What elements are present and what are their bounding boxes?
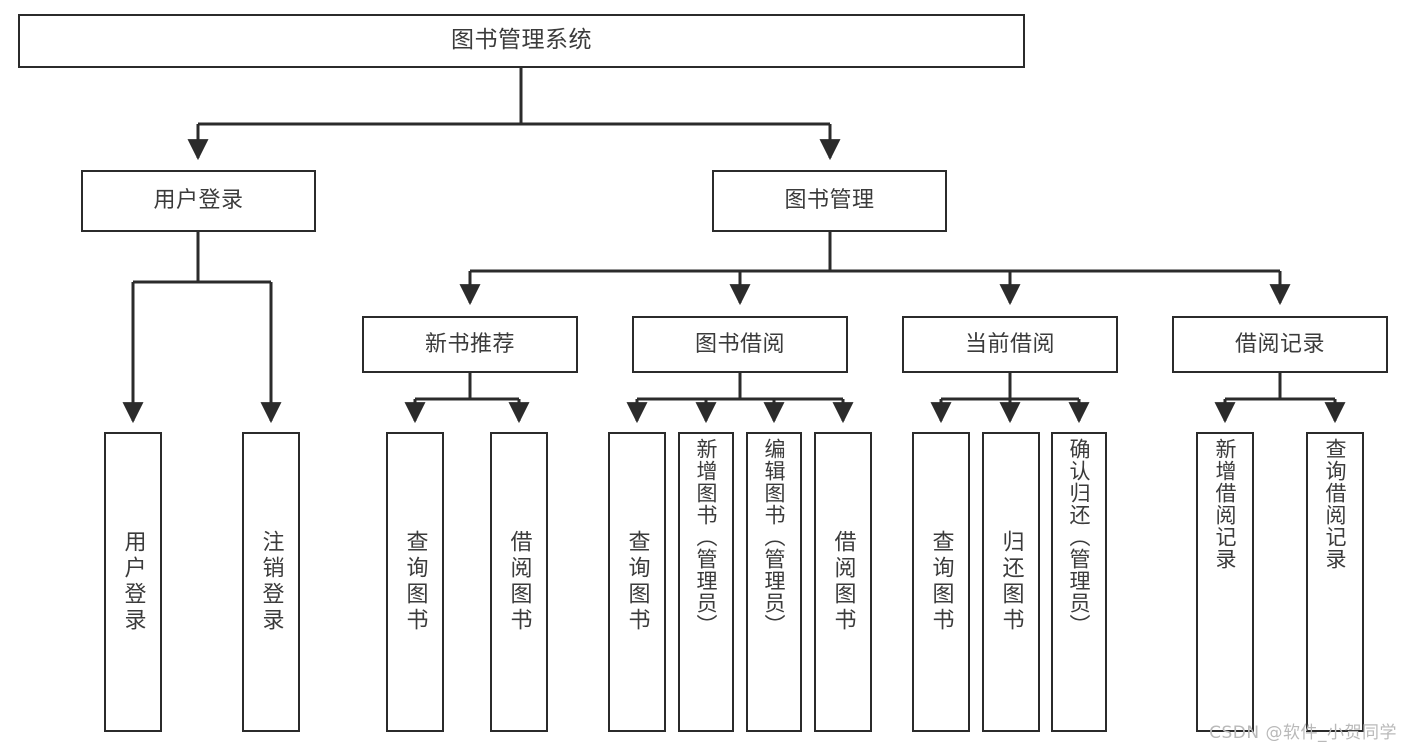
node-label: 归还图书 bbox=[998, 530, 1024, 634]
node-label: 查询图书 bbox=[928, 530, 954, 634]
node-label: 查询图书 bbox=[624, 530, 650, 634]
watermark-text: CSDN @软件_小贺同学 bbox=[1209, 723, 1397, 743]
node-label: 用户登录 bbox=[153, 188, 244, 214]
leaf-borrowrecord-add-record[interactable]: 新增借阅记录 bbox=[1196, 432, 1254, 732]
node-label: 查询借阅记录 bbox=[1323, 438, 1348, 570]
node-label: 图书管理 bbox=[784, 188, 875, 214]
leaf-user-logout[interactable]: 注销登录 bbox=[242, 432, 300, 732]
node-label: 当前借阅 bbox=[964, 331, 1055, 357]
node-label: 查询图书 bbox=[402, 530, 428, 634]
node-label: 新增图书（管理员） bbox=[694, 438, 719, 636]
leaf-user-login[interactable]: 用户登录 bbox=[104, 432, 162, 732]
node-label: 注销登录 bbox=[258, 530, 284, 634]
leaf-bookborrow-edit-book-admin[interactable]: 编辑图书（管理员） bbox=[746, 432, 802, 732]
node-label: 确认归还（管理员） bbox=[1067, 438, 1092, 636]
node-book-management[interactable]: 图书管理 bbox=[712, 170, 947, 232]
leaf-currentborrow-return-book[interactable]: 归还图书 bbox=[982, 432, 1040, 732]
node-new-book-recommend[interactable]: 新书推荐 bbox=[362, 316, 578, 373]
node-user-login[interactable]: 用户登录 bbox=[81, 170, 316, 232]
node-label: 新书推荐 bbox=[424, 331, 515, 357]
node-label: 借阅图书 bbox=[830, 530, 856, 634]
node-label: 编辑图书（管理员） bbox=[762, 438, 787, 636]
node-label: 图书管理系统 bbox=[451, 27, 592, 54]
node-label: 图书借阅 bbox=[694, 331, 785, 357]
leaf-borrowrecord-query-record[interactable]: 查询借阅记录 bbox=[1306, 432, 1364, 732]
leaf-newbook-query-book[interactable]: 查询图书 bbox=[386, 432, 444, 732]
leaf-currentborrow-confirm-return-admin[interactable]: 确认归还（管理员） bbox=[1051, 432, 1107, 732]
node-book-borrow[interactable]: 图书借阅 bbox=[632, 316, 848, 373]
node-borrow-record[interactable]: 借阅记录 bbox=[1172, 316, 1388, 373]
leaf-bookborrow-add-book-admin[interactable]: 新增图书（管理员） bbox=[678, 432, 734, 732]
leaf-newbook-borrow-book[interactable]: 借阅图书 bbox=[490, 432, 548, 732]
leaf-currentborrow-query-book[interactable]: 查询图书 bbox=[912, 432, 970, 732]
leaf-bookborrow-query-book[interactable]: 查询图书 bbox=[608, 432, 666, 732]
leaf-bookborrow-borrow-book[interactable]: 借阅图书 bbox=[814, 432, 872, 732]
node-label: 新增借阅记录 bbox=[1213, 438, 1238, 570]
node-root-system[interactable]: 图书管理系统 bbox=[18, 14, 1025, 68]
node-label: 用户登录 bbox=[120, 530, 146, 634]
node-current-borrow[interactable]: 当前借阅 bbox=[902, 316, 1118, 373]
node-label: 借阅记录 bbox=[1234, 331, 1325, 357]
node-label: 借阅图书 bbox=[506, 530, 532, 634]
